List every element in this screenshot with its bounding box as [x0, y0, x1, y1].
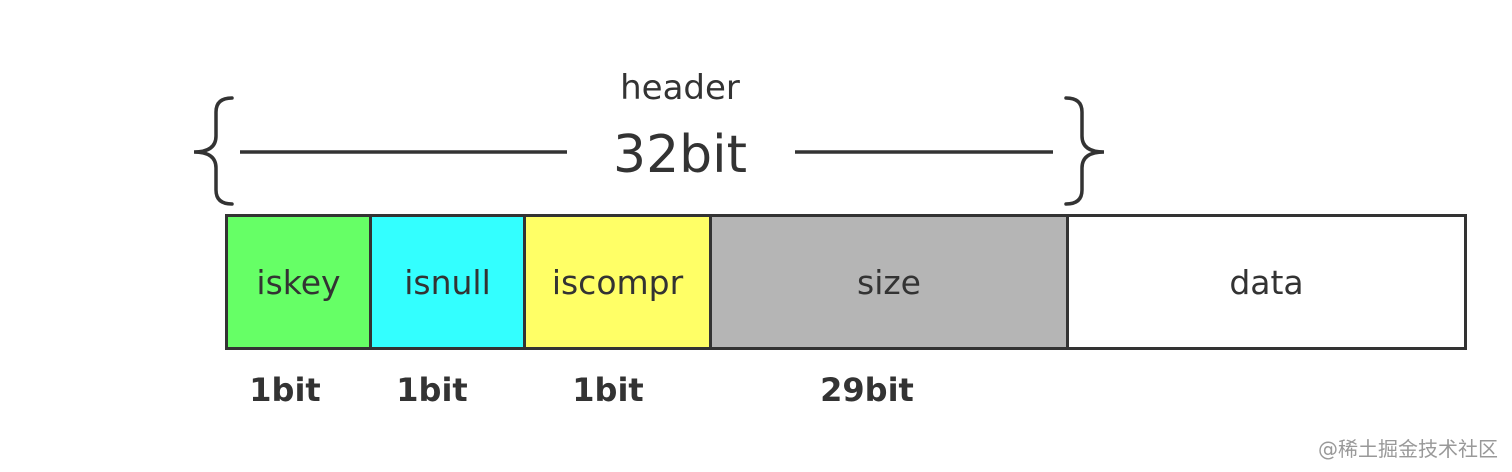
bits-size: 29bit: [820, 371, 914, 409]
field-data-label: data: [1229, 262, 1304, 302]
field-data: data: [1069, 217, 1464, 347]
field-iskey-label: iskey: [256, 262, 341, 302]
header-total-bits: 32bit: [612, 125, 747, 185]
left-brace: [193, 96, 234, 206]
right-brace: [1064, 96, 1105, 206]
bits-isnull: 1bit: [396, 371, 468, 409]
field-size: size: [712, 217, 1069, 347]
bits-iskey: 1bit: [249, 371, 321, 409]
header-field-bar: iskey isnull iscompr size data: [225, 214, 1467, 350]
field-isnull: isnull: [372, 217, 526, 347]
header-label: header: [620, 68, 740, 108]
watermark: @稀土掘金技术社区: [1318, 437, 1498, 461]
bits-iscompr: 1bit: [572, 371, 644, 409]
field-iscompr: iscompr: [526, 217, 712, 347]
field-iscompr-label: iscompr: [551, 262, 684, 302]
field-size-label: size: [857, 262, 921, 302]
field-isnull-label: isnull: [404, 262, 491, 302]
field-iskey: iskey: [228, 217, 372, 347]
